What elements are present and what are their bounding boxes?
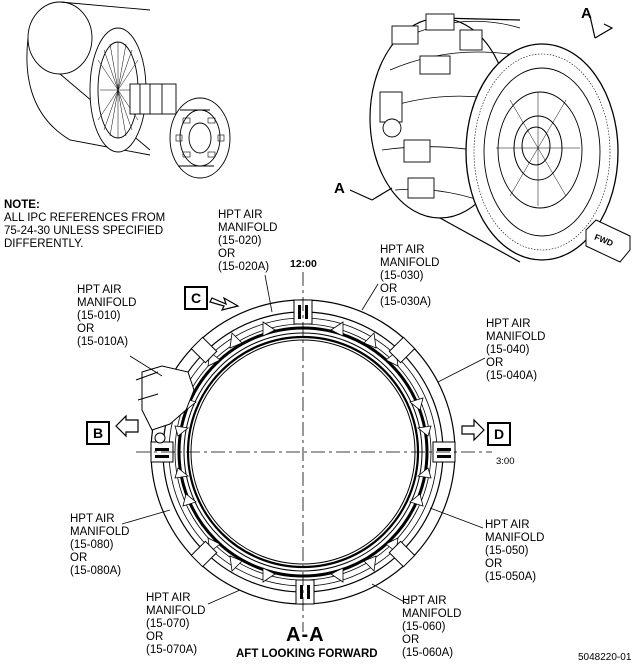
- clock-12-label: 12:00: [290, 258, 317, 270]
- label-ref: (15-040): [486, 344, 530, 356]
- label-ref: (15-060): [402, 621, 446, 633]
- label-manifold-15-040: HPT AIR MANIFOLD (15-040) OR (15-040A): [486, 318, 545, 383]
- label-line: MANIFOLD: [77, 297, 137, 309]
- label-alt: (15-050A): [485, 571, 537, 583]
- manifold-feed-tube: [135, 365, 195, 444]
- fwd-arrow: [585, 219, 631, 263]
- label-or: OR: [485, 558, 503, 570]
- document-number: 5048220-01: [578, 652, 632, 663]
- label-line: HPT AIR: [218, 209, 263, 221]
- section-marker-a-left: A: [334, 180, 345, 197]
- label-manifold-15-020: HPT AIR MANIFOLD (15-020) OR (15-020A): [218, 209, 277, 274]
- label-or: OR: [218, 248, 236, 260]
- label-line: HPT AIR: [146, 592, 191, 604]
- label-line: MANIFOLD: [486, 331, 546, 343]
- label-line: HPT AIR: [485, 519, 530, 531]
- label-ref: (15-020): [218, 235, 262, 247]
- label-alt: (15-010A): [77, 336, 129, 348]
- label-manifold-15-070: HPT AIR MANIFOLD (15-070) OR (15-070A): [146, 592, 205, 657]
- label-line: MANIFOLD: [218, 222, 278, 234]
- label-or: OR: [402, 634, 420, 646]
- label-ref: (15-050): [485, 545, 529, 557]
- label-ref: (15-010): [77, 310, 121, 322]
- label-alt: (15-060A): [402, 647, 454, 659]
- label-line: MANIFOLD: [380, 257, 440, 269]
- label-line: MANIFOLD: [70, 526, 130, 538]
- note-line: ALL IPC REFERENCES FROM: [4, 212, 166, 224]
- label-or: OR: [146, 631, 164, 643]
- label-manifold-15-010: HPT AIR MANIFOLD (15-010) OR (15-010A): [77, 284, 136, 349]
- section-aa-ring: [135, 272, 492, 632]
- label-line: HPT AIR: [70, 513, 115, 525]
- leader-lines: [121, 274, 486, 605]
- view-subtitle: AFT LOOKING FORWARD: [236, 648, 378, 660]
- label-ref: (15-070): [146, 618, 190, 630]
- label-line: MANIFOLD: [402, 608, 462, 620]
- detail-callout-d: D: [487, 422, 511, 446]
- note-line: 75-24-30 UNLESS SPECIFIED: [4, 225, 164, 237]
- clock-3-label: 3:00: [496, 456, 515, 467]
- label-line: MANIFOLD: [485, 532, 545, 544]
- label-or: OR: [486, 357, 504, 369]
- engine-overview-sketch: [26, 1, 231, 179]
- label-manifold-15-030: HPT AIR MANIFOLD (15-030) OR (15-030A): [380, 244, 439, 309]
- label-ref: (15-030): [380, 270, 424, 282]
- label-alt: (15-080A): [70, 565, 122, 577]
- label-alt: (15-030A): [380, 296, 432, 308]
- label-line: HPT AIR: [486, 318, 531, 330]
- label-manifold-15-060: HPT AIR MANIFOLD (15-060) OR (15-060A): [402, 595, 461, 660]
- view-title: A-A: [286, 624, 325, 646]
- manifold-bosses: [174, 321, 432, 583]
- note-heading: NOTE:: [4, 199, 40, 211]
- engine-isometric-view: [349, 13, 631, 263]
- label-ref: (15-080): [70, 539, 114, 551]
- label-alt: (15-040A): [486, 370, 538, 382]
- note-line: DIFFERENTLY.: [4, 238, 84, 250]
- label-or: OR: [70, 552, 88, 564]
- label-manifold-15-050: HPT AIR MANIFOLD (15-050) OR (15-050A): [485, 519, 544, 584]
- label-alt: (15-020A): [218, 261, 270, 273]
- label-or: OR: [380, 283, 398, 295]
- label-line: HPT AIR: [77, 284, 122, 296]
- detail-callout-b: B: [86, 421, 110, 445]
- detail-callout-c: C: [184, 286, 208, 310]
- label-line: HPT AIR: [402, 595, 447, 607]
- section-marker-a-top: A: [581, 5, 592, 22]
- label-manifold-15-080: HPT AIR MANIFOLD (15-080) OR (15-080A): [70, 513, 129, 578]
- general-note: NOTE: ALL IPC REFERENCES FROM 75-24-30 U…: [4, 199, 165, 251]
- label-line: MANIFOLD: [146, 605, 206, 617]
- label-alt: (15-070A): [146, 644, 198, 656]
- label-or: OR: [77, 323, 95, 335]
- label-line: HPT AIR: [380, 244, 425, 256]
- callout-arrows: [115, 296, 485, 442]
